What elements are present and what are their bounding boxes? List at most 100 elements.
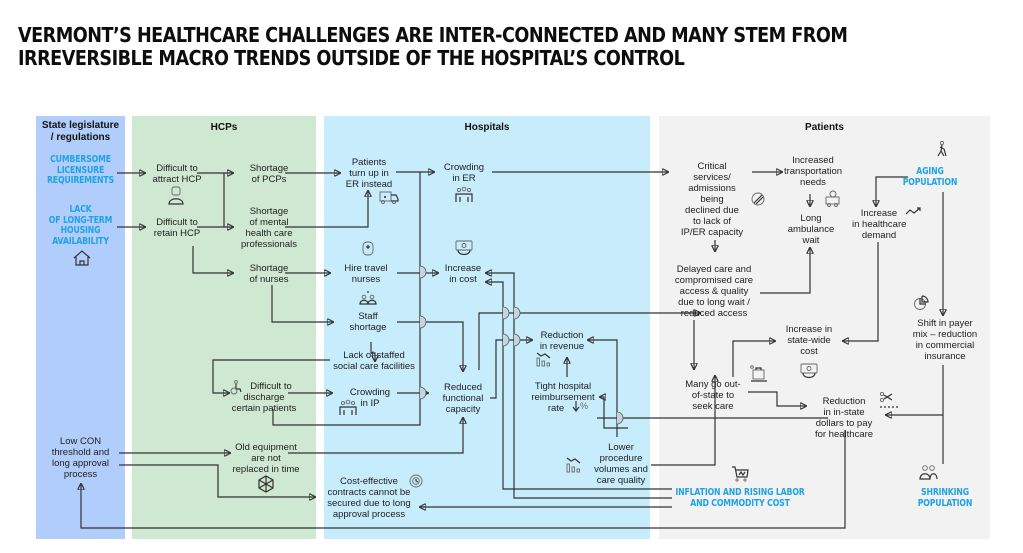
macro-line: HOUSING	[60, 225, 101, 236]
node-shortage-pcps: Shortage of PCPs	[234, 163, 304, 185]
node-line: for healthcare	[814, 429, 874, 440]
macro-line: AGING	[916, 166, 944, 177]
line-hop	[616, 411, 624, 425]
arrow-lack-social-to-discharge	[212, 359, 330, 393]
node-critical-services-declined: Critical services/ admissions being decl…	[672, 161, 752, 238]
macro-line: OF LONG-TERM	[48, 214, 113, 226]
node-increase-statewide-cost: Increase in state-wide cost	[778, 324, 840, 357]
node-line: secured due to long	[327, 498, 411, 509]
node-line: long approval	[51, 458, 110, 469]
node-line: in commercial	[915, 340, 975, 351]
macro-aging-population: AGING POPULATION	[897, 166, 963, 188]
node-line: are not	[251, 453, 281, 464]
node-line: IP/ER capacity	[680, 227, 744, 238]
node-line: Increase	[444, 263, 482, 274]
arrow-staff-to-capacity	[397, 321, 463, 371]
node-line: threshold and	[51, 447, 110, 458]
node-staff-shortage: Staff shortage	[340, 311, 396, 333]
node-line: Hire travel	[344, 263, 388, 274]
arrow-demand-to-statewide	[843, 242, 879, 341]
line-hop	[502, 333, 510, 347]
line-hop	[513, 306, 521, 320]
node-line: care quality	[596, 475, 646, 486]
node-line: seek care	[692, 401, 734, 412]
macro-line: CUMBERSOME	[50, 154, 111, 165]
node-line: of PCPs	[251, 174, 287, 185]
node-line: compromised care	[674, 275, 754, 286]
macro-line: AND COMMODITY COST	[690, 497, 790, 509]
node-old-equipment: Old equipment are not replaced in time	[228, 442, 304, 475]
node-line: Staff	[358, 311, 378, 322]
macro-cumbersome-licensure: CUMBERSOME LICENSURE REQUIREMENTS	[44, 154, 117, 187]
node-increased-transportation: Increased transportation needs	[783, 155, 843, 188]
macro-line: AVAILABILITY	[52, 235, 109, 247]
node-line: of mental	[249, 217, 289, 228]
macro-line: SHRINKING	[921, 487, 969, 498]
node-line: due to long wait /	[678, 297, 750, 308]
node-line: insurance	[924, 351, 966, 362]
arrow-inflation-to-cost-a	[486, 273, 672, 499]
node-line: dollars to pay	[815, 418, 873, 429]
node-line: Lower	[608, 442, 634, 453]
node-line: procedure	[599, 453, 643, 464]
node-line: shortage	[349, 322, 387, 333]
node-line: capacity	[445, 404, 481, 415]
node-line: Reduction	[822, 396, 866, 407]
macro-line: POPULATION	[902, 176, 958, 188]
arrow-staff-to-lack-social	[370, 342, 375, 361]
node-line: Tight hospital	[534, 381, 592, 392]
node-line: wait	[802, 235, 820, 246]
macro-line: REQUIREMENTS	[46, 175, 115, 186]
node-line: state-wide	[787, 335, 831, 346]
node-line: Old equipment	[235, 442, 297, 453]
node-reduction-in-revenue: Reduction in revenue	[534, 330, 590, 352]
macro-line: LACK	[69, 204, 92, 215]
lane-header-patients: Patients	[805, 122, 844, 133]
arrow-instate-to-lowcon	[81, 430, 846, 529]
node-line: being	[700, 194, 724, 205]
node-line: in healthcare	[852, 219, 907, 230]
node-long-ambulance-wait: Long ambulance wait	[785, 213, 837, 246]
lane-header-state-line1: State legislature	[41, 120, 120, 131]
node-line: access & quality	[679, 286, 749, 297]
node-line: ER instead	[345, 179, 393, 190]
node-line: Shortage	[249, 163, 289, 174]
node-line: attract HCP	[152, 174, 202, 185]
node-line: Many go out-	[685, 379, 741, 390]
node-line: retain HCP	[153, 228, 201, 239]
node-line: in revenue	[539, 341, 585, 352]
node-shift-in-payer-mix: Shift in payer mix – reduction in commer…	[905, 318, 985, 362]
node-line: services/	[693, 172, 731, 183]
node-lack-staffed-social-care: Lack of staffed social care facilities	[326, 350, 422, 372]
arrow-retain-to-nurses	[192, 246, 233, 273]
macro-line: INFLATION AND RISING LABOR	[675, 487, 805, 498]
node-line: in in-state	[823, 407, 865, 418]
macro-shrinking-population: SHRINKING POPULATION	[912, 487, 978, 509]
node-line: Lack of staffed	[343, 350, 405, 361]
node-patients-turn-up-er: Patients turn up in ER instead	[340, 157, 398, 190]
node-line: reimbursement	[531, 392, 595, 403]
title-line-1: VERMONT’S HEALTHCARE CHALLENGES ARE INTE…	[18, 23, 848, 47]
node-delayed-care: Delayed care and compromised care access…	[668, 264, 760, 319]
node-line: Difficult to	[250, 381, 292, 392]
line-hop	[513, 333, 521, 347]
node-line: mix – reduction	[912, 329, 978, 340]
node-many-go-out-of-state: Many go out- of-state to seek care	[680, 379, 746, 412]
node-line: needs	[800, 177, 826, 188]
node-hire-travel-nurses: Hire travel nurses	[336, 263, 396, 285]
node-difficult-retain-hcp: Difficult to retain HCP	[145, 217, 209, 239]
arrow-lower-to-revenue	[588, 340, 618, 437]
arrow-lower-to-outstate	[651, 376, 715, 466]
title-line-2: IRREVERSIBLE MACRO TRENDS OUTSIDE OF THE…	[18, 46, 685, 70]
arrow-mental-to-er	[285, 191, 368, 228]
node-line: rate	[547, 403, 565, 414]
node-line: discharge	[243, 392, 285, 403]
node-line: cost	[800, 346, 818, 357]
node-line: Low CON	[59, 436, 102, 447]
node-line: Shift in payer	[917, 318, 973, 329]
lane-patients	[659, 116, 990, 539]
node-line: demand	[861, 230, 897, 241]
node-line: transportation	[783, 166, 843, 177]
arrow-outstate-to-instate	[748, 391, 806, 406]
arrow-lowcon-to-contracts	[119, 464, 315, 497]
